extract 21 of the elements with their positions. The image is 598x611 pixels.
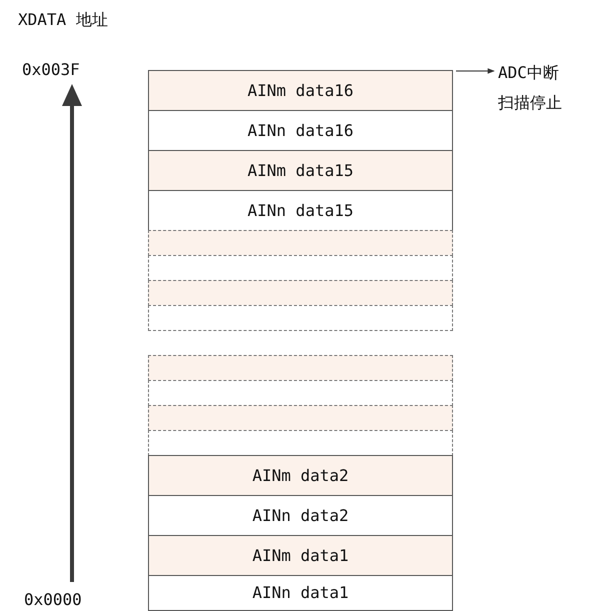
memory-row: AINm data15 — [148, 150, 453, 191]
memory-row: AINm data16 — [148, 70, 453, 111]
empty-memory-row — [148, 380, 453, 406]
memory-row: AINn data1 — [148, 575, 453, 611]
memory-row: AINn data2 — [148, 495, 453, 536]
arrow — [456, 68, 495, 74]
memory-row: AINm data1 — [148, 535, 453, 576]
memory-row: AINm data2 — [148, 455, 453, 496]
diagram-title: XDATA 地址 — [18, 9, 108, 31]
empty-memory-row — [148, 355, 453, 381]
memory-row: AINn data15 — [148, 190, 453, 231]
memory-row: AINn data16 — [148, 110, 453, 151]
empty-memory-row — [148, 405, 453, 431]
address-label: 0x003F — [22, 59, 80, 81]
note-text: ADC中断扫描停止 — [498, 58, 572, 118]
empty-memory-row — [148, 280, 453, 306]
empty-memory-row — [148, 230, 453, 256]
empty-memory-row — [148, 430, 453, 456]
address-label: 0x0000 — [24, 589, 82, 611]
empty-memory-row — [148, 255, 453, 281]
empty-memory-row — [148, 305, 453, 331]
